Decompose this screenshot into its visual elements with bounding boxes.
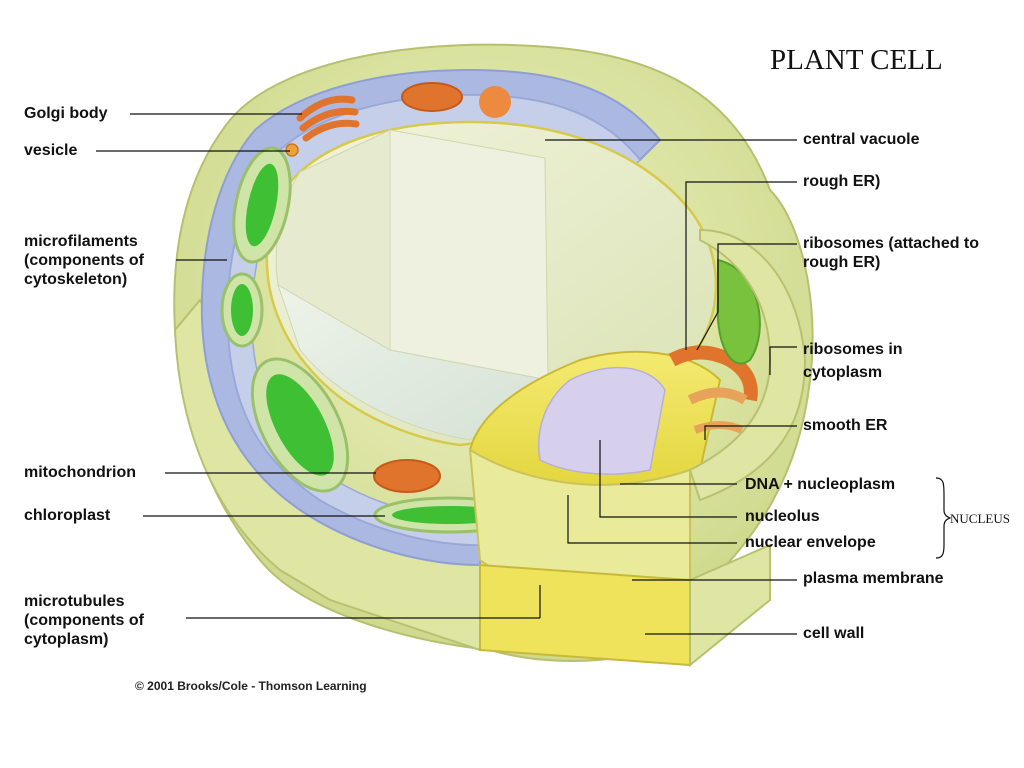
cell-wall-right-slab <box>688 228 807 502</box>
label-microfilaments: microfilaments (components of cytoskelet… <box>24 232 144 289</box>
label-ribosomes-attached: ribosomes (attached to rough ER) <box>803 234 979 272</box>
copyright-credit: © 2001 Brooks/Cole - Thomson Learning <box>135 679 367 693</box>
label-ribosomes-cytoplasm-line2: cytoplasm <box>803 364 883 381</box>
mitochondria <box>373 82 511 493</box>
label-microfilaments-line1: microfilaments <box>24 233 138 250</box>
label-plasma-membrane: plasma membrane <box>803 570 944 587</box>
diagram-title: PLANT CELL <box>770 44 943 76</box>
label-nucleolus: nucleolus <box>745 508 820 525</box>
label-microtubules-line3: cytoplasm) <box>24 631 109 648</box>
label-mitochondrion: mitochondrion <box>24 464 136 481</box>
label-chloroplast: chloroplast <box>24 507 111 524</box>
label-smooth-er: smooth ER <box>803 417 888 434</box>
label-vesicle: vesicle <box>24 142 78 159</box>
label-nuclear-envelope: nuclear envelope <box>745 534 876 551</box>
label-central-vacuole: central vacuole <box>803 131 920 148</box>
leader-lines <box>96 113 952 635</box>
endoplasmic-reticulum <box>668 258 761 434</box>
label-microfilaments-line3: cytoskeleton) <box>24 271 128 288</box>
label-golgi-body: Golgi body <box>24 105 108 122</box>
label-ribosomes-attached-line2: rough ER) <box>803 254 881 271</box>
label-cell-wall: cell wall <box>803 625 865 642</box>
chloroplasts <box>220 146 527 534</box>
cell-wall-front-right <box>689 543 771 668</box>
label-microfilaments-line2: (components of <box>24 252 144 269</box>
label-ribosomes-cytoplasm-line1: ribosomes in <box>803 341 903 358</box>
label-ribosomes-attached-line1: ribosomes (attached to <box>803 235 980 252</box>
golgi-body <box>285 95 360 157</box>
label-microtubules-line1: microtubules <box>24 593 125 610</box>
label-dna-nucleoplasm: DNA + nucleoplasm <box>745 476 896 493</box>
vacuole-floor <box>277 283 550 441</box>
nucleoplasm <box>538 367 666 475</box>
label-microtubules-line2: (components of <box>24 612 144 629</box>
vacuole-back-wall <box>389 129 549 381</box>
nucleus <box>468 350 722 592</box>
label-rough-er: rough ER) <box>803 173 881 190</box>
label-ribosomes-cytoplasm: ribosomes in cytoplasm <box>803 338 903 384</box>
label-microtubules: microtubules (components of cytoplasm) <box>24 592 144 649</box>
label-nucleus-group: NUCLEUS <box>950 511 1010 526</box>
